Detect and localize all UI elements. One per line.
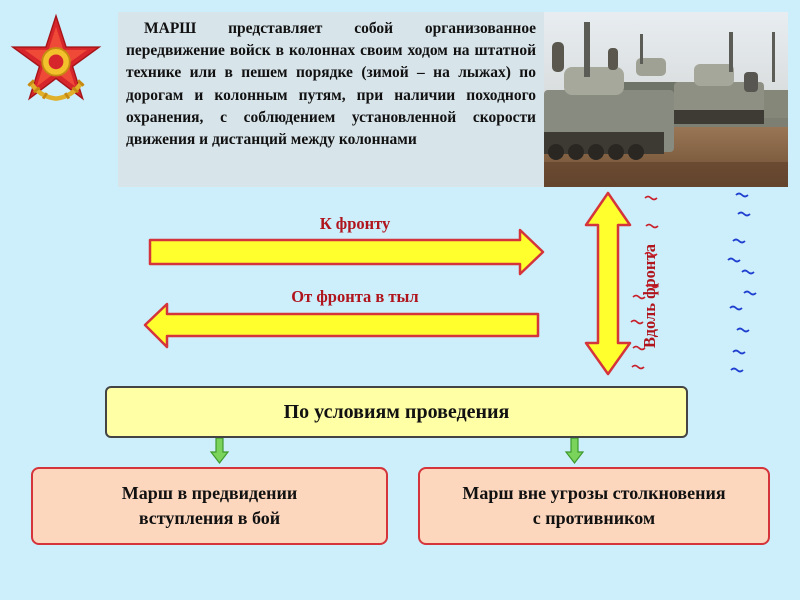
conditions-label: По условиям проведения <box>283 400 510 423</box>
march-no-threat-label: Марш вне угрозы столкновения с противник… <box>462 483 726 528</box>
red-star-emblem-icon <box>10 14 102 101</box>
down-arrow-left-icon <box>209 437 230 464</box>
along-front-arrow <box>584 191 632 376</box>
tank-column-photo <box>544 12 788 187</box>
march-anticipating-battle-label: Марш в предвидении вступления в бой <box>121 483 298 528</box>
march-anticipating-battle-box: Марш в предвидении вступления в бой <box>31 467 388 545</box>
down-arrow-right-icon <box>564 437 585 464</box>
to-front-arrow <box>148 228 545 276</box>
conditions-box: По условиям проведения <box>105 386 688 438</box>
march-definition: МАРШ представляет собой организованное п… <box>118 12 544 187</box>
enemy-front-line-icon <box>727 192 757 373</box>
own-front-line-icon <box>630 195 659 370</box>
from-front-arrow <box>143 302 540 349</box>
march-no-threat-box: Марш вне угрозы столкновения с противник… <box>418 467 770 545</box>
from-front-label: От фронта в тыл <box>291 287 419 306</box>
to-front-label: К фронту <box>319 214 391 233</box>
